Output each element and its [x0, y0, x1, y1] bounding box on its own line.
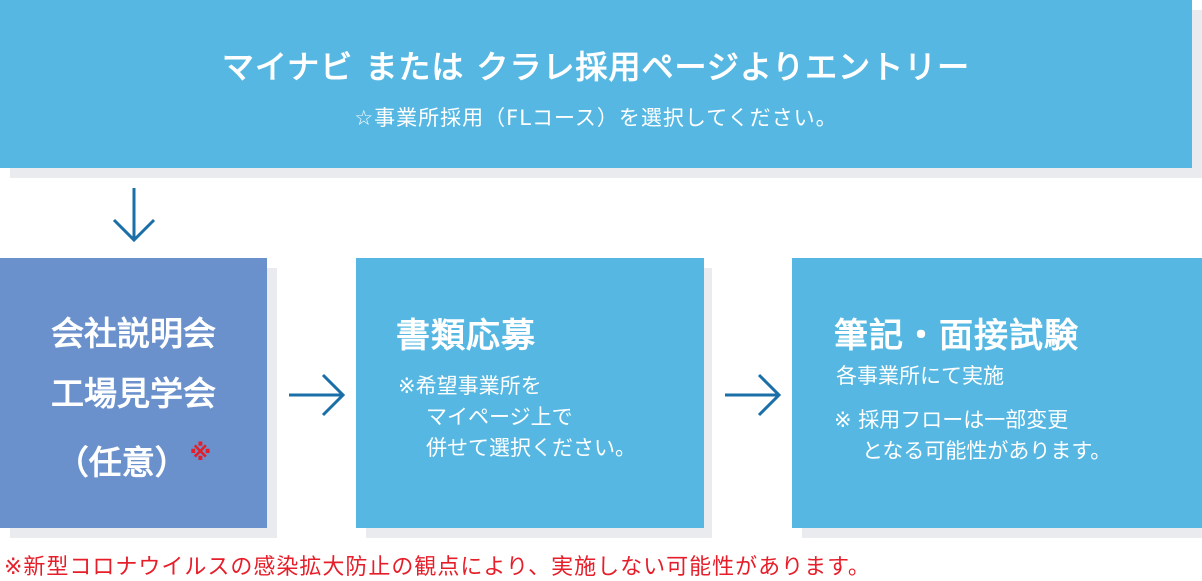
step3-notes: ※ 採用フローは一部変更 となる可能性があります。: [834, 405, 1111, 467]
banner-note: ☆事業所採用（FLコース）を選択してください。: [354, 106, 838, 130]
arrow-down-icon: [112, 188, 156, 243]
step1-line2: 工場見学会: [51, 374, 216, 413]
note-mark: ※: [189, 441, 212, 466]
covid-footnote: ※新型コロナウイルスの感染拡大防止の観点により、実施しない可能性があります。: [4, 555, 871, 580]
step3-note-line1: ※ 採用フローは一部変更: [834, 408, 1069, 432]
banner-title: マイナビ または クラレ採用ページよりエントリー: [221, 48, 971, 86]
step1-line3-wrap: （任意）※: [0, 424, 267, 493]
step3-subtitle: 各事業所にて実施: [836, 364, 1004, 388]
step-document-application: 書類応募 ※希望事業所を マイページ上で 併せて選択ください。: [356, 258, 704, 528]
step2-note-line3: 併せて選択ください。: [426, 436, 636, 460]
step2-note-line1: ※希望事業所を: [398, 374, 542, 398]
step3-note-line2: となる可能性があります。: [862, 439, 1112, 463]
step2-title: 書類応募: [396, 316, 536, 356]
arrow-right-icon: [289, 373, 346, 417]
step3-title: 筆記・面接試験: [834, 316, 1079, 356]
step-written-interview-exam: 筆記・面接試験 各事業所にて実施 ※ 採用フローは一部変更 となる可能性がありま…: [792, 258, 1202, 528]
entry-banner: マイナビ または クラレ採用ページよりエントリー ☆事業所採用（FLコース）を選…: [0, 0, 1192, 168]
step-company-briefing: 会社説明会 工場見学会 （任意）※: [0, 258, 267, 528]
arrow-right-icon: [725, 373, 782, 417]
step2-note-line2: マイページ上で: [426, 405, 573, 429]
step2-notes: ※希望事業所を マイページ上で 併せて選択ください。: [398, 371, 636, 464]
step1-line3: （任意）: [55, 443, 188, 482]
step1-line1: 会社説明会: [51, 314, 216, 353]
